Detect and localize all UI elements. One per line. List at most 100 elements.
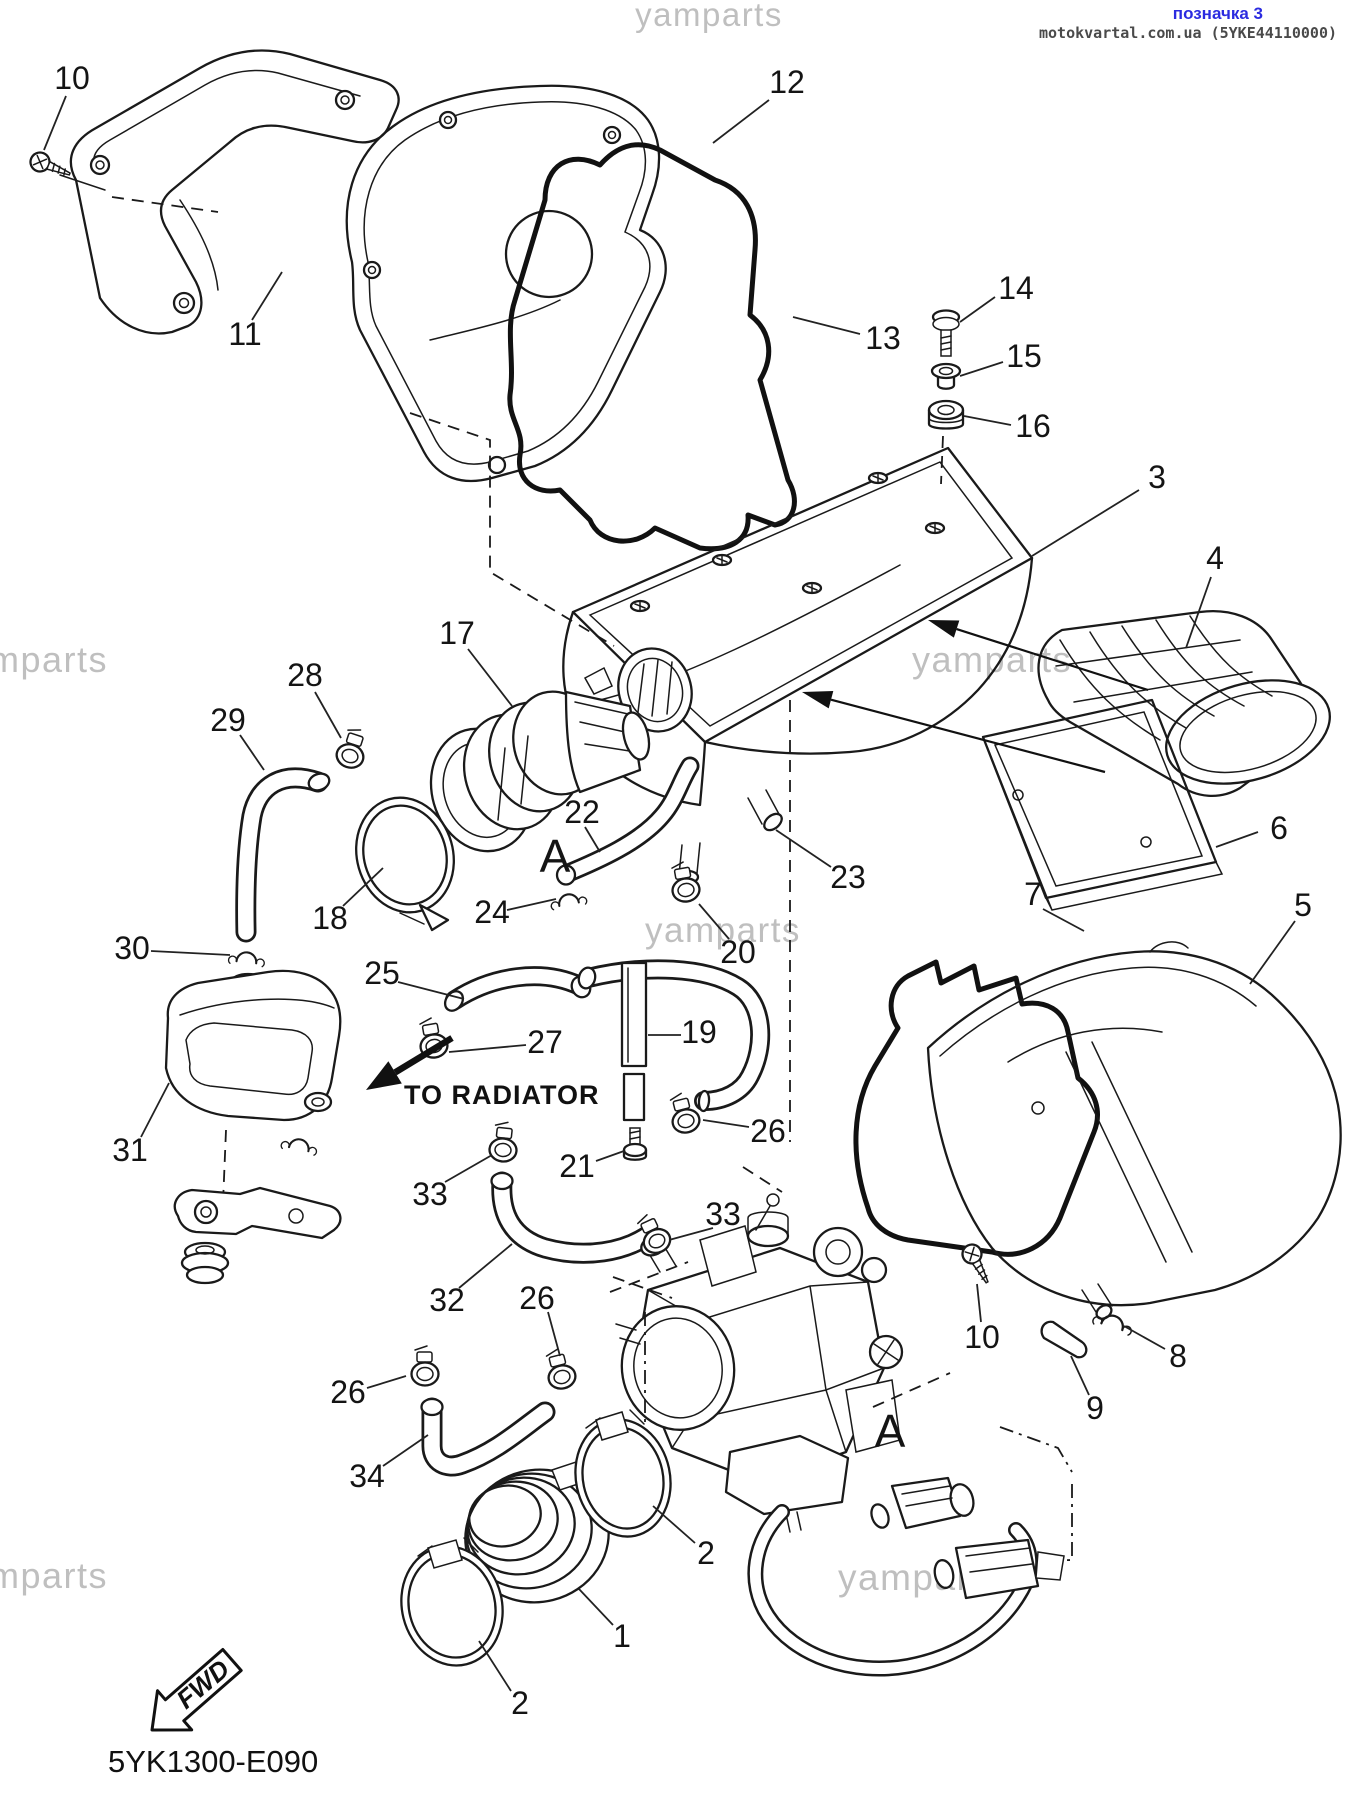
leader-11-1 (251, 271, 283, 321)
part-4-intake-duct-shape (1179, 690, 1317, 774)
part-5-side-cover-shape (1065, 1041, 1193, 1263)
leader-8-30 (1123, 1325, 1166, 1350)
part-31-tank-shape (193, 1199, 219, 1225)
part-34-hose-shape (420, 1397, 444, 1417)
flow-arrow-tail-0 (956, 628, 1149, 692)
alignment-dashes-shape (59, 174, 106, 191)
leader-26-27 (366, 1375, 407, 1389)
part-12-case-cover-shape (363, 101, 651, 465)
leader-2-32 (652, 1505, 696, 1544)
part-4-intake-duct-shape (1189, 615, 1273, 697)
part-fuel-hose-shape (1035, 1551, 1065, 1581)
part-4-intake-duct-shape (1055, 639, 1253, 703)
callout-33: 33 (412, 1176, 448, 1212)
leader-5-35 (1249, 920, 1296, 985)
flow-arrow-layer (366, 620, 1149, 1090)
part-19-hose-shape (577, 966, 597, 990)
part-13-gasket (507, 142, 797, 552)
part-4-intake-duct-shape (1165, 679, 1331, 785)
callout-16: 16 (1015, 408, 1051, 444)
part-31-tank-shape (288, 1208, 304, 1224)
watermark-4: yamparts (0, 1555, 108, 1596)
part-29-hose-shape (238, 770, 326, 940)
flow-arrow-head-1 (802, 690, 834, 709)
part-20-clamp (666, 858, 703, 905)
alignment-dashes-shape (872, 1372, 951, 1408)
part-9-damper (1040, 1320, 1088, 1359)
leader-32-24 (458, 1243, 513, 1289)
part-17-joint-bellows-shape (621, 711, 651, 761)
leader-4-8 (1185, 576, 1212, 649)
part-3-case-body-shape (703, 556, 1034, 755)
part-16-grommet-shape (937, 404, 955, 416)
part-11-bracket-shape (172, 291, 196, 315)
part-carburetor (615, 1193, 904, 1533)
callout-26: 26 (519, 1280, 555, 1316)
part-11-bracket-shape (334, 89, 356, 111)
callout-32: 32 (429, 1282, 465, 1318)
part-11-bracket-shape (89, 154, 111, 176)
part-4-intake-duct-shape (1155, 619, 1245, 707)
part-14-bolt-shape (940, 335, 952, 339)
part-15-collar-shape (936, 375, 956, 390)
leader-26-26 (547, 1311, 561, 1357)
leader-10-0 (43, 95, 67, 151)
part-16-grommet (927, 399, 965, 430)
part-19-hose-shape (622, 1072, 646, 1122)
part-6-filter-element-shape (993, 711, 1204, 887)
align-dash-16 (940, 435, 944, 485)
part-25-hose (443, 966, 592, 1012)
leader-33-25 (668, 1227, 714, 1241)
part-25-hose-shape (447, 969, 588, 1008)
part-14-bolt (931, 309, 961, 357)
leader-14-4 (959, 296, 996, 323)
alignment-dashes-shape (609, 1261, 689, 1293)
alignment-dashes (59, 174, 951, 1428)
leader-6-36 (1215, 831, 1259, 848)
part-31-tank-shape (200, 1206, 212, 1218)
part-3-case-body-shape (763, 812, 783, 832)
callout-29: 29 (210, 702, 246, 738)
part-10-screw (958, 1240, 997, 1288)
part-15-collar-shape (930, 362, 962, 380)
callout-1: 1 (613, 1618, 631, 1654)
part-3-case-body-shape (637, 663, 645, 713)
part-29-hose (235, 767, 331, 943)
callout-2: 2 (511, 1685, 529, 1721)
callout-30: 30 (114, 930, 150, 966)
leader-24-13 (506, 898, 557, 911)
part-6-filter-element-shape (982, 736, 1224, 911)
callout-17: 17 (439, 615, 475, 651)
callout-7: 7 (1024, 876, 1042, 912)
part-carburetor-shape (746, 1224, 790, 1248)
flow-arrow-head-2 (366, 1061, 402, 1090)
flow-arrow-head-0 (928, 620, 960, 638)
part-32-hose-shape (490, 1171, 514, 1191)
callout-5: 5 (1294, 887, 1312, 923)
part-4-intake-duct-shape (1089, 631, 1187, 729)
leader-10-29 (976, 1283, 982, 1323)
leader-line-layer (43, 95, 1296, 1692)
callout-12: 12 (769, 64, 805, 100)
callout-27: 27 (527, 1024, 563, 1060)
part-7-gasket (853, 959, 1100, 1257)
part-29-hose-shape (307, 772, 331, 792)
part-5-side-cover-shape (1149, 941, 1189, 953)
callout-21: 21 (559, 1148, 595, 1184)
part-4-intake-duct-shape (1121, 625, 1215, 717)
part-21-bolt-shape (622, 1148, 648, 1161)
part-24-clip (548, 890, 589, 912)
leader-16-6 (963, 415, 1012, 426)
part-fuel-hose-shape (933, 1559, 955, 1589)
part-19-hose-shape (620, 961, 648, 1068)
part-14-bolt-shape (940, 341, 952, 345)
part-14-bolt-shape (932, 316, 960, 332)
source-note: motokvartal.com.ua (5YKE44110000) (1038, 24, 1337, 42)
part-31-tank-shape (303, 1091, 333, 1113)
part-carburetor-shape (615, 1323, 641, 1345)
callout-8: 8 (1169, 1338, 1187, 1374)
part-7-gasket-shape (853, 959, 1100, 1257)
part-31-tank-shape (179, 998, 335, 1016)
